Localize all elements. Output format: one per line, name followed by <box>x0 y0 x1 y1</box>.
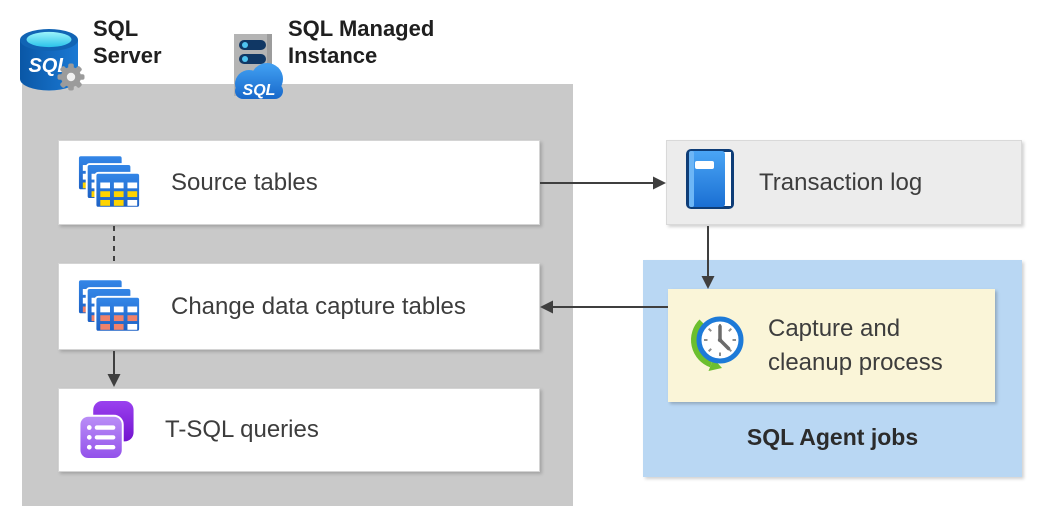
source-tables-box: Source tables <box>58 140 540 225</box>
change-data-capture-tables-icon <box>77 278 143 335</box>
transaction-log-box: Transaction log <box>666 140 1022 225</box>
cloud-shape <box>235 63 283 99</box>
sql-server-label: SQL Server <box>93 16 162 68</box>
t-sql-queries-label: T-SQL queries <box>165 416 319 443</box>
source-tables-icon <box>77 154 143 211</box>
t-sql-queries-box: T-SQL queries <box>58 388 540 472</box>
svg-text:SQL: SQL <box>243 82 276 99</box>
sql-server-database-icon: SQL <box>20 29 85 91</box>
capture-label-line1: Capture and <box>768 314 901 342</box>
capture-cleanup-clock-icon <box>686 312 748 379</box>
sql-managed-instance-icon: SQL <box>234 34 283 99</box>
capture-cleanup-process-box: Capture and cleanup process <box>668 289 995 402</box>
source-tables-label: Source tables <box>171 168 318 196</box>
capture-label-line2: cleanup process <box>768 348 943 376</box>
sql-managed-instance-label: SQL Managed Instance <box>288 16 435 68</box>
t-sql-queries-icon <box>77 400 137 461</box>
change-data-capture-tables-box: Change data capture tables <box>58 263 540 350</box>
capture-cleanup-process-label: Capture and cleanup process <box>768 312 943 380</box>
svg-text:SQL: SQL <box>28 55 69 77</box>
gear-icon <box>57 63 85 91</box>
transaction-log-book-icon <box>683 148 737 217</box>
change-data-capture-tables-label: Change data capture tables <box>171 292 466 320</box>
sql-agent-jobs-label: SQL Agent jobs <box>746 424 919 450</box>
transaction-log-label: Transaction log <box>759 168 923 196</box>
